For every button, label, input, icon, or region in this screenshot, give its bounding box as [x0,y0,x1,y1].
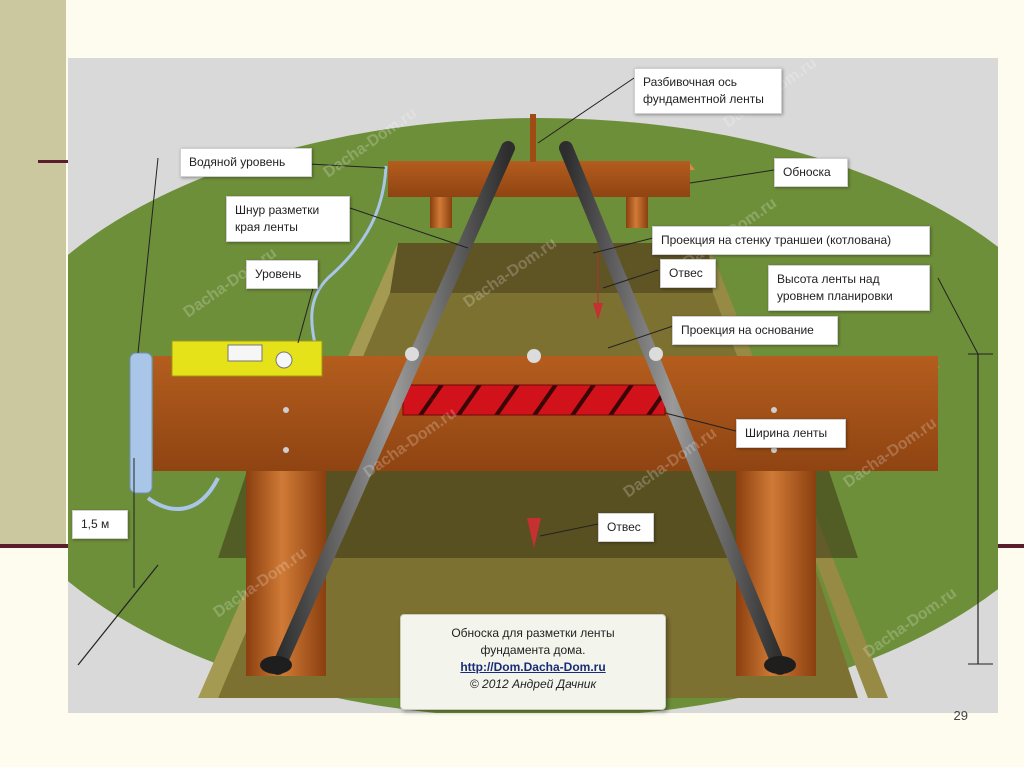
callout-trench-wall-projection: Проекция на стенку траншеи (котлована) [652,226,930,255]
callout-plumb-lower: Отвес [598,513,654,542]
callout-plumb-upper: Отвес [660,259,716,288]
callout-depth: 1,5 м [72,510,128,539]
cord-pin [527,349,541,363]
callout-water-level: Водяной уровень [180,148,312,177]
slide-accent-line [38,160,68,163]
screw [283,447,289,453]
illustration-caption: Обноска для разметки ленты фундамента до… [400,614,666,710]
water-level-tube [130,353,152,493]
caption-line-2: фундамента дома. [401,642,665,659]
callout-cord: Шнур разметки края ленты [226,196,350,242]
cord-pin [649,347,663,361]
axis-peg [530,114,536,162]
spirit-level-round-vial [276,352,292,368]
callout-width: Ширина ленты [736,419,846,448]
callout-base-projection: Проекция на основание [672,316,838,345]
callout-height-above-grade: Высота ленты над уровнем планировки [768,265,930,311]
cord-pin [405,347,419,361]
caption-copyright: © 2012 Андрей Дачник [401,676,665,693]
callout-obnoska: Обноска [774,158,848,187]
callout-level: Уровень [246,260,318,289]
caption-line-1: Обноска для разметки ленты [401,625,665,642]
spirit-level-bubble-vial [228,345,262,361]
rod-end-left [260,656,292,674]
rod-end-right [764,656,796,674]
screw [771,407,777,413]
page-number: 29 [954,708,968,723]
screw [283,407,289,413]
callout-axis: Разбивочная ось фундаментной ленты [634,68,782,114]
slide-sidebar-band [0,0,66,545]
caption-link[interactable]: http://Dom.Dacha-Dom.ru [401,659,665,676]
